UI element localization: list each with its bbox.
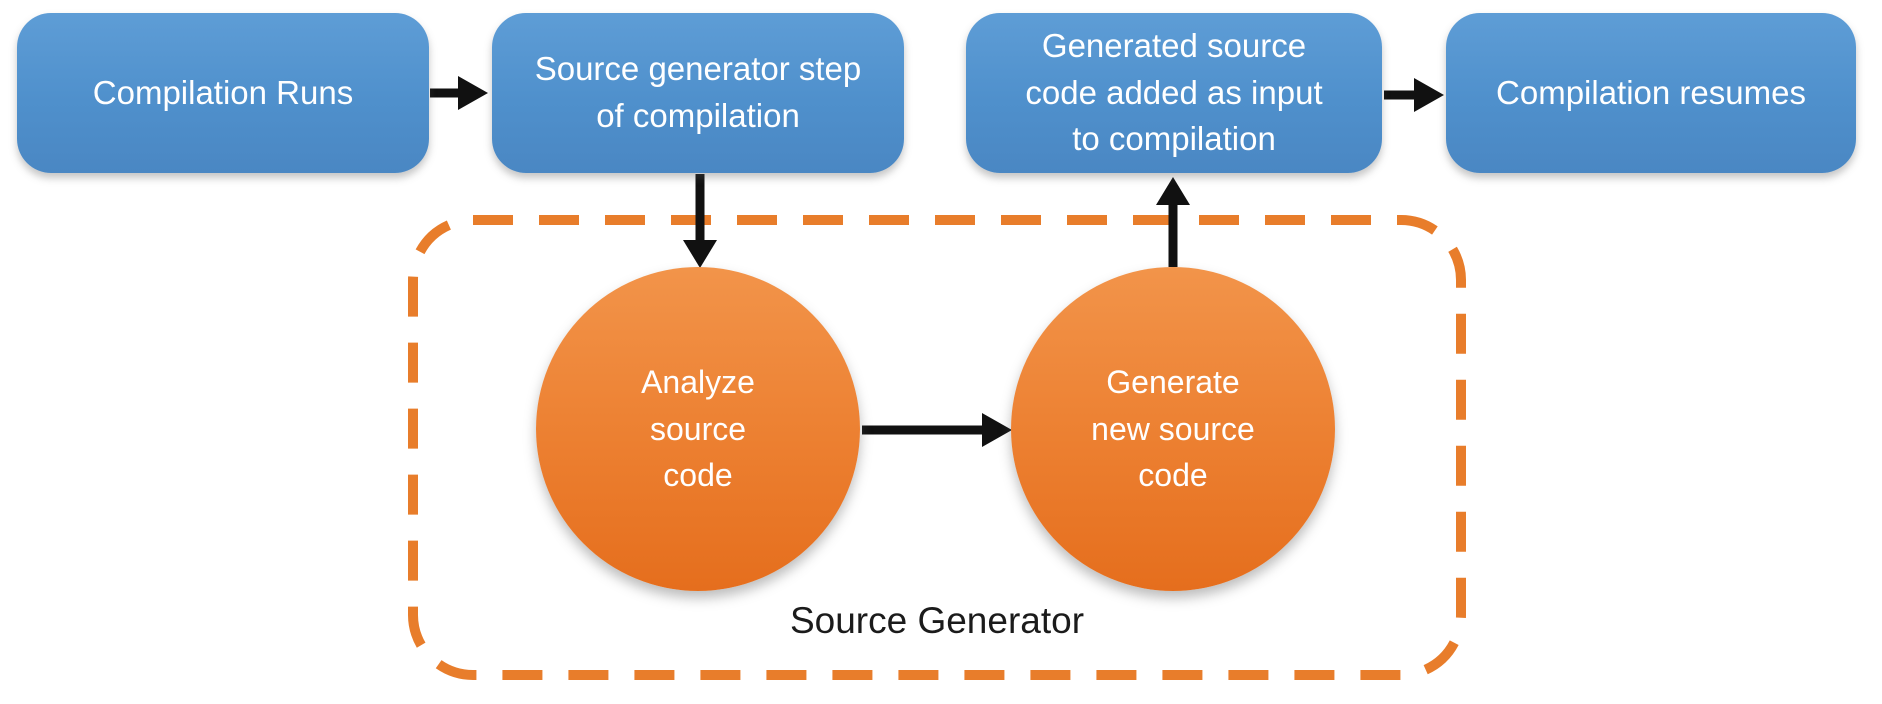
box-compilation-resumes: Compilation resumes	[1446, 13, 1856, 173]
source-generator-label: Source Generator	[789, 600, 1085, 641]
arrow-generated-source-added-to-compilation-resumes	[1384, 78, 1444, 112]
arrow-compilation-runs-to-source-generator-step	[430, 76, 488, 110]
arrow-analyze-source-to-generate-new-source	[862, 413, 1012, 447]
arrow-source-generator-step-to-analyze-source	[683, 174, 717, 268]
box-generated-source-added: Generated source code added as input to …	[966, 13, 1382, 173]
circle-generate-new-source: Generate new source code	[1011, 267, 1335, 591]
box-compilation-runs: Compilation Runs	[17, 13, 429, 173]
box-source-generator-step: Source generator step of compilation	[492, 13, 904, 173]
circle-analyze-source: Analyze source code	[536, 267, 860, 591]
arrow-generate-new-source-to-generated-source-added	[1156, 177, 1190, 267]
